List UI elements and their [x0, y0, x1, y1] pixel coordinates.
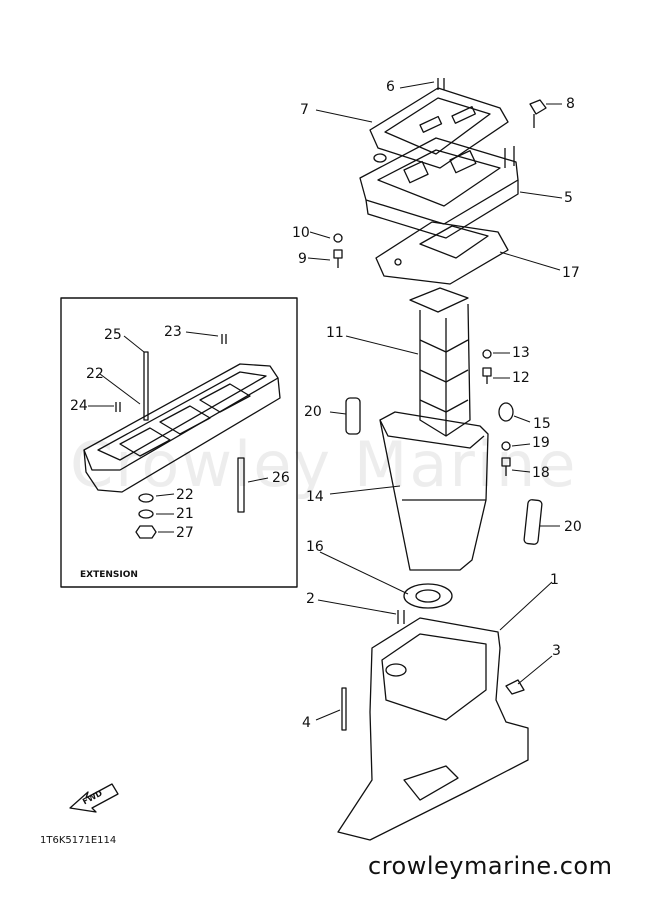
footer-site: crowleymarine.com [368, 852, 613, 880]
callout-2: 2 [306, 591, 315, 607]
callout-26: 21 [176, 506, 194, 522]
inset-title: EXTENSION [80, 570, 138, 580]
seal-16 [403, 583, 453, 609]
callout-3: 3 [552, 643, 561, 659]
lower-casing-1 [337, 617, 529, 841]
bolt-18 [501, 457, 511, 476]
callout-15: 15 [533, 416, 551, 432]
callout-1: 1 [550, 572, 559, 588]
callout-21: 22 [86, 366, 104, 382]
callout-12: 12 [512, 370, 530, 386]
gasket-7 [369, 87, 509, 169]
callout-20-left: 20 [304, 404, 322, 420]
plate-20-right [523, 499, 543, 545]
callout-23: 25 [104, 327, 122, 343]
upper-casing-5 [359, 137, 519, 239]
callout-24: 26 [272, 470, 290, 486]
washer-10 [333, 233, 343, 243]
watermark-ghost: Crowley Marine [70, 428, 578, 501]
extension-inset-frame [60, 297, 298, 588]
plate-20-left [345, 397, 361, 435]
pin-22-top [221, 334, 227, 344]
nut-25 [135, 525, 157, 539]
callout-10: 10 [292, 225, 310, 241]
callout-4: 4 [302, 715, 311, 731]
callout-5: 5 [564, 190, 573, 206]
callout-6: 6 [386, 79, 395, 95]
bolt-8 [529, 99, 547, 128]
callout-16: 16 [306, 539, 324, 555]
washer-27 [138, 493, 154, 503]
extension-plate-21 [83, 363, 281, 493]
callout-20-right: 20 [564, 519, 582, 535]
callout-9: 9 [298, 251, 307, 267]
callout-27: 22 [176, 487, 194, 503]
washer-19 [501, 441, 511, 451]
fwd-arrow-icon [69, 783, 119, 813]
callout-22-top: 23 [164, 324, 182, 340]
pin-6 [437, 78, 445, 90]
callout-19: 19 [532, 435, 550, 451]
callout-17: 17 [562, 265, 580, 281]
callout-13: 13 [512, 345, 530, 361]
callout-7: 7 [300, 102, 309, 118]
stud-24 [237, 457, 245, 513]
exhaust-guide-11 [409, 287, 471, 437]
pin-22-left [115, 402, 121, 412]
callout-25: 27 [176, 525, 194, 541]
washer-13 [482, 349, 492, 359]
bolt-12 [482, 367, 492, 384]
callout-11: 11 [326, 325, 344, 341]
callout-8: 8 [566, 96, 575, 112]
anode-3 [505, 679, 525, 695]
bolt-4 [341, 687, 347, 731]
washer-26 [138, 509, 154, 519]
extension-14 [379, 411, 489, 571]
pin-2 [397, 610, 405, 624]
callout-22-left: 24 [70, 398, 88, 414]
grommet-15 [498, 402, 514, 422]
drawing-code: 1T6K5171E114 [40, 835, 117, 846]
bolt-9 [333, 249, 343, 268]
callout-14: 14 [306, 489, 324, 505]
callout-18: 18 [532, 465, 550, 481]
stud-23 [143, 351, 149, 421]
gasket-17 [375, 221, 509, 285]
